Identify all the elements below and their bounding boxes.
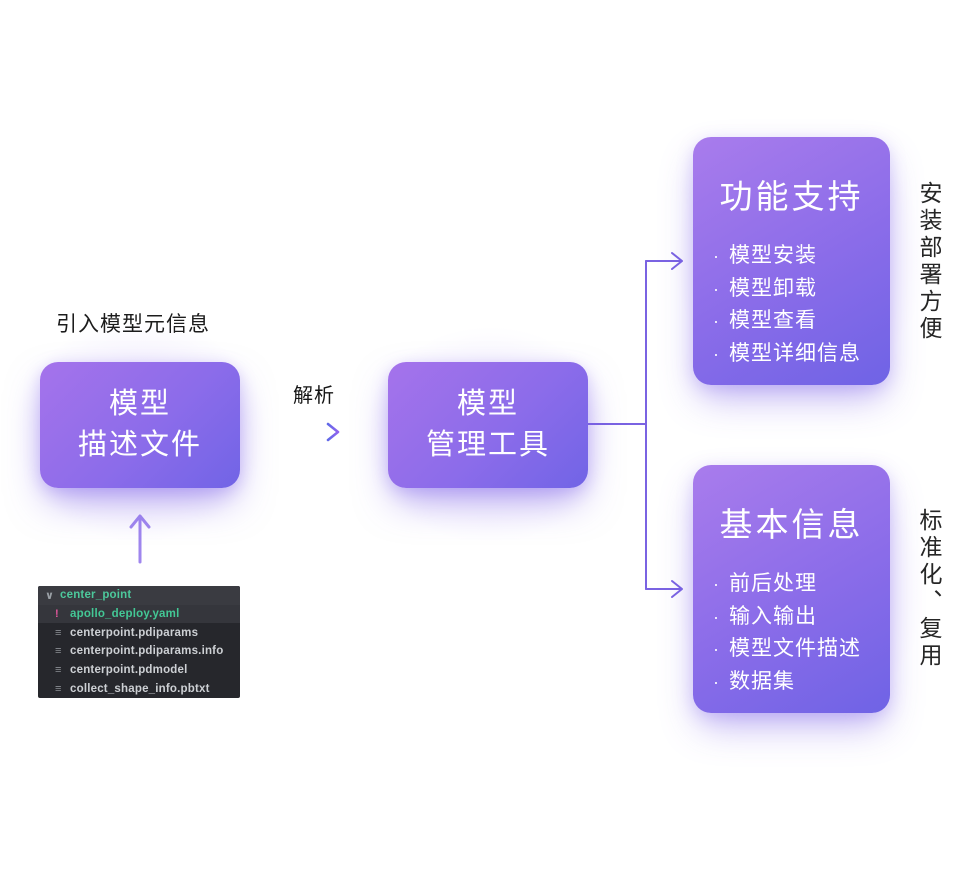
bullet-icon: ·	[713, 278, 720, 299]
file-name: apollo_deploy.yaml	[70, 608, 180, 620]
list-item: ·前后处理	[713, 568, 890, 601]
up-arrow-icon	[129, 514, 151, 564]
node-model-description-file: 模型 描述文件	[40, 362, 240, 488]
file-lines-icon: ≡	[55, 626, 62, 639]
file-lines-icon: ≡	[55, 645, 62, 658]
bullet-icon: ·	[713, 311, 720, 331]
bullet-icon: ·	[713, 246, 720, 266]
bullet-icon: ·	[713, 606, 720, 627]
file-tree-row: ≡ centerpoint.pdmodel	[38, 661, 240, 680]
import-metadata-label: 引入模型元信息	[56, 313, 210, 336]
bullet-icon: ·	[713, 671, 720, 692]
node-model-description-file-label: 模型 描述文件	[77, 387, 202, 461]
chevron-down-icon: ∨	[45, 589, 55, 602]
file-lines-icon: ≡	[55, 682, 62, 695]
file-tree-row: ! apollo_deploy.yaml	[38, 604, 240, 624]
list-item: ·模型安装	[713, 240, 890, 273]
file-name: centerpoint.pdmodel	[70, 664, 188, 677]
side-label-install-deploy: 安装部署方便	[916, 181, 942, 343]
node-model-management-tool-label: 模型 管理工具	[425, 387, 550, 461]
node-model-management-tool: 模型 管理工具	[388, 362, 588, 488]
file-name: centerpoint.pdiparams	[70, 626, 199, 639]
branch-connector	[587, 252, 683, 598]
folder-name: center_point	[60, 589, 132, 602]
file-tree-row: ≡ centerpoint.pdiparams	[38, 623, 240, 642]
list-item: ·数据集	[713, 666, 890, 699]
list-item: ·模型查看	[713, 305, 890, 338]
bullet-icon: ·	[713, 639, 720, 659]
bullet-icon: ·	[713, 574, 720, 594]
file-tree-row: ≡ collect_shape_info.pbtxt	[38, 679, 240, 698]
list-item: ·输入输出	[713, 601, 890, 634]
card-basic-info: 基本信息 ·前后处理 ·输入输出 ·模型文件描述 ·数据集	[693, 465, 890, 713]
list-item: ·模型详细信息	[713, 338, 890, 371]
card-function-support-title: 功能支持	[719, 178, 864, 215]
file-explorer-panel: ∨ center_point ! apollo_deploy.yaml ≡ ce…	[38, 586, 240, 698]
basic-info-list: ·前后处理 ·输入输出 ·模型文件描述 ·数据集	[693, 568, 890, 698]
list-item: ·模型文件描述	[713, 633, 890, 666]
side-label-standardize-reuse: 标准化、复用	[916, 508, 942, 670]
file-lines-icon: ≡	[55, 664, 62, 677]
card-basic-info-title: 基本信息	[719, 506, 864, 543]
bullet-icon: ·	[713, 343, 720, 364]
card-function-support: 功能支持 ·模型安装 ·模型卸载 ·模型查看 ·模型详细信息	[693, 137, 890, 385]
list-item: ·模型卸载	[713, 273, 890, 306]
file-name: centerpoint.pdiparams.info	[70, 645, 224, 658]
file-tree-row-folder: ∨ center_point	[38, 586, 240, 605]
file-name: collect_shape_info.pbtxt	[70, 682, 210, 695]
parse-label: 解析	[293, 385, 335, 407]
file-tree-row: ≡ centerpoint.pdiparams.info	[38, 642, 240, 661]
yaml-warning-icon: !	[55, 608, 59, 620]
function-support-list: ·模型安装 ·模型卸载 ·模型查看 ·模型详细信息	[693, 240, 890, 370]
parse-arrow-icon	[289, 422, 340, 442]
